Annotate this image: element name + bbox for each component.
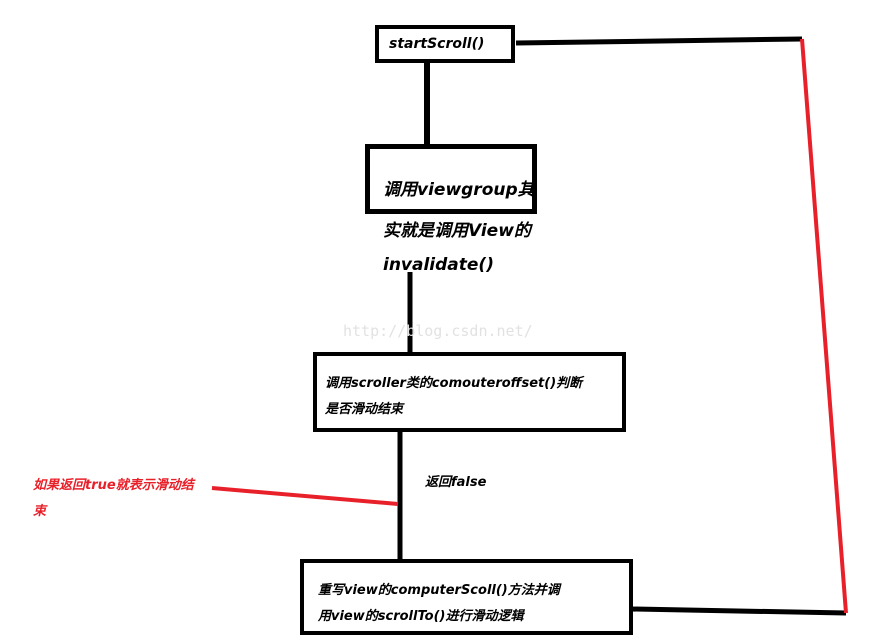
node-invalidate: [365, 144, 537, 214]
false-branch-label: 返回false: [425, 475, 487, 490]
connector-compute-to-corner: [631, 606, 847, 616]
true-branch-line: [211, 486, 399, 506]
node-invalidate-line-3: invalidate(): [383, 255, 494, 275]
node-computer-scroll-line-1: 重写view的computerScoll()方法并调: [318, 583, 560, 598]
node-invalidate-line-1: 调用viewgroup其: [383, 180, 535, 200]
node-computer-scroll: 重写view的computerScoll()方法并调 用view的scrollT…: [300, 559, 633, 635]
node-start-scroll-label: startScroll(): [389, 36, 485, 52]
watermark: http://blog.csdn.net/: [343, 322, 533, 340]
true-branch-label-line-2: 束: [33, 504, 47, 519]
return-loop-line: [800, 38, 848, 614]
node-compute-offset-line-1: 调用scroller类的comouteroffset()判断: [325, 376, 583, 391]
node-start-scroll: startScroll(): [375, 25, 515, 63]
node-compute-offset: 调用scroller类的comouteroffset()判断 是否滑动结束: [313, 352, 626, 432]
node-computer-scroll-line-2: 用view的scrollTo()进行滑动逻辑: [318, 609, 524, 624]
node-invalidate-line-2: 实就是调用View的: [383, 221, 531, 241]
connector-start-to-corner: [515, 36, 803, 46]
true-branch-label-line-1: 如果返回true就表示滑动结: [33, 478, 194, 493]
node-compute-offset-line-2: 是否滑动结束: [325, 402, 404, 417]
